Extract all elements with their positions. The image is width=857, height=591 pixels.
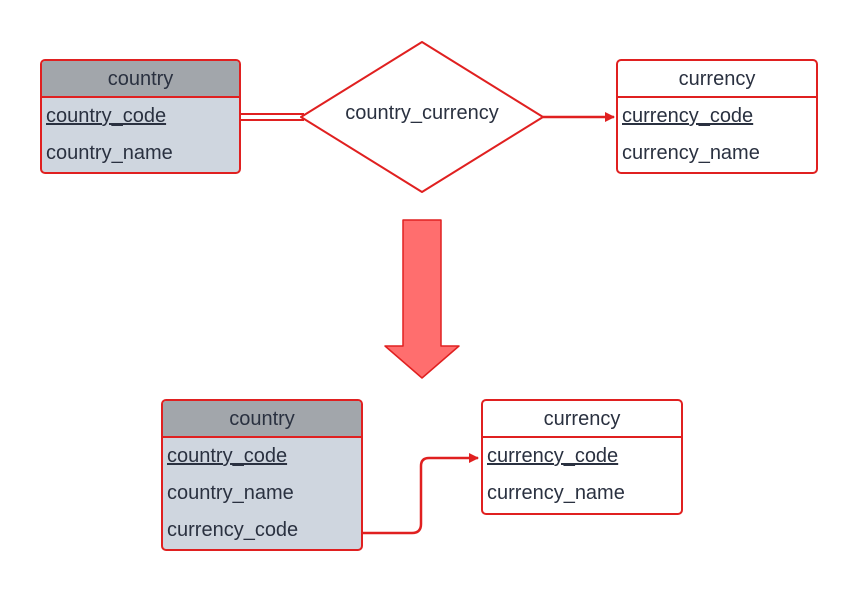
country-to-relationship-connector [241, 113, 304, 121]
country-entity-after[interactable]: country country_code country_name curren… [161, 399, 363, 551]
transformation-arrow [384, 219, 460, 379]
attribute: country_name [46, 142, 173, 164]
foreign-key-attribute: currency_code [167, 519, 299, 541]
entity-title: currency [618, 61, 816, 98]
currency-entity-before[interactable]: currency currency_code currency_name [616, 59, 818, 174]
entity-title: country [163, 401, 361, 438]
attribute: currency_name [622, 142, 760, 164]
entity-title: country [42, 61, 239, 98]
foreign-key-arrow [362, 453, 479, 535]
attribute: currency_name [487, 482, 625, 504]
currency-entity-after[interactable]: currency currency_code currency_name [481, 399, 683, 515]
primary-key-attribute: currency_code [487, 445, 619, 467]
relationship-diamond[interactable] [300, 41, 544, 193]
primary-key-attribute: currency_code [622, 105, 754, 127]
entity-title: currency [483, 401, 681, 438]
country-entity-before[interactable]: country country_code country_name [40, 59, 241, 174]
relationship-label: country_currency [345, 102, 499, 124]
attribute: country_name [167, 482, 294, 504]
primary-key-attribute: country_code [46, 105, 167, 127]
primary-key-attribute: country_code [167, 445, 288, 467]
